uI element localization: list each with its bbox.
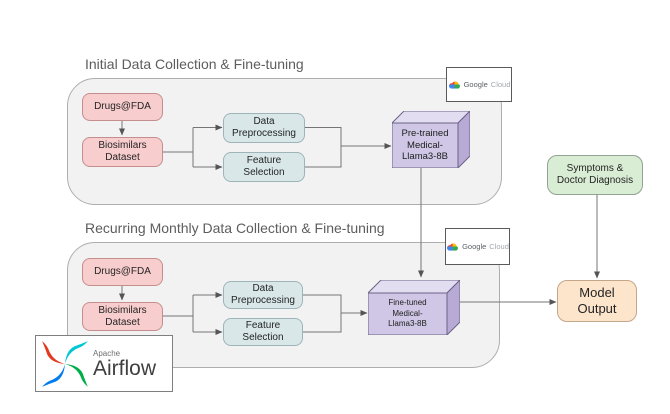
airflow-name-label: Airflow [93,356,157,380]
cube-label-line: Llama3-8B [388,319,427,329]
node-label: Model [579,284,615,300]
node-label: Data [253,116,275,128]
node-label: Preprocessing [231,295,295,306]
node-label: Doctor Diagnosis [556,175,634,186]
node-label: Drugs@FDA [94,266,151,278]
cube-label-line: Pre-trained [401,128,449,140]
node-label: Selection [243,167,285,178]
google-cloud-brand-text: Google [463,80,488,89]
node-drugs-fda-recurring: Drugs@FDA [82,258,163,286]
node-feature-selection-recurring: Feature Selection [223,318,303,346]
airflow-pinwheel-icon [42,340,88,387]
node-label: Biosimilars [98,304,147,316]
node-drugs-fda-initial: Drugs@FDA [82,93,163,121]
node-symptoms-diagnosis: Symptoms & Doctor Diagnosis [547,155,643,195]
node-label: Dataset [105,316,140,328]
node-label: Preprocessing [232,128,296,139]
node-label: Feature [245,320,281,332]
airflow-logo-box: Apache Airflow [35,335,173,392]
node-label: Feature [246,155,282,167]
node-label: Output [577,301,617,316]
google-cloud-suffix-text: Cloud [489,242,509,251]
node-label: Selection [242,332,284,343]
node-label: Symptoms & [566,163,624,175]
airflow-apache-label: Apache [93,348,121,358]
node-pretrained-model: Pre-trained Medical- Llama3-8B [390,109,472,170]
cube-shape [366,278,462,337]
node-feature-selection-initial: Feature Selection [223,152,305,182]
node-biosimilars-initial: Biosimilars Dataset [82,137,163,167]
node-label: Biosimilars [98,140,147,152]
google-cloud-suffix-text: Cloud [490,80,511,89]
cube-label-line: Fine-tuned [388,298,427,308]
node-data-preprocessing-initial: Data Preprocessing [223,113,305,143]
node-label: Data [252,283,274,295]
recurring-section-title: Recurring Monthly Data Collection & Fine… [85,220,385,236]
google-cloud-icon [447,243,459,251]
node-label: Drugs@FDA [94,101,151,113]
google-cloud-badge-recurring: Google Cloud [445,228,510,265]
google-cloud-icon [448,81,460,89]
node-biosimilars-recurring: Biosimilars Dataset [82,302,163,331]
cube-label-line: Medical- [407,139,443,151]
google-cloud-brand-text: Google [462,242,487,251]
node-model-output: Model Output [557,280,637,322]
cube-shape [390,109,472,170]
google-cloud-badge-initial: Google Cloud [446,67,512,102]
initial-section-title: Initial Data Collection & Fine-tuning [85,56,304,72]
node-data-preprocessing-recurring: Data Preprocessing [223,281,303,309]
node-label: Dataset [105,152,140,163]
node-finetuned-model: Fine-tuned Medical- Llama3-8B [366,278,462,337]
cube-label-line: Medical- [392,308,423,318]
cube-label-line: Llama3-8B [402,151,448,163]
